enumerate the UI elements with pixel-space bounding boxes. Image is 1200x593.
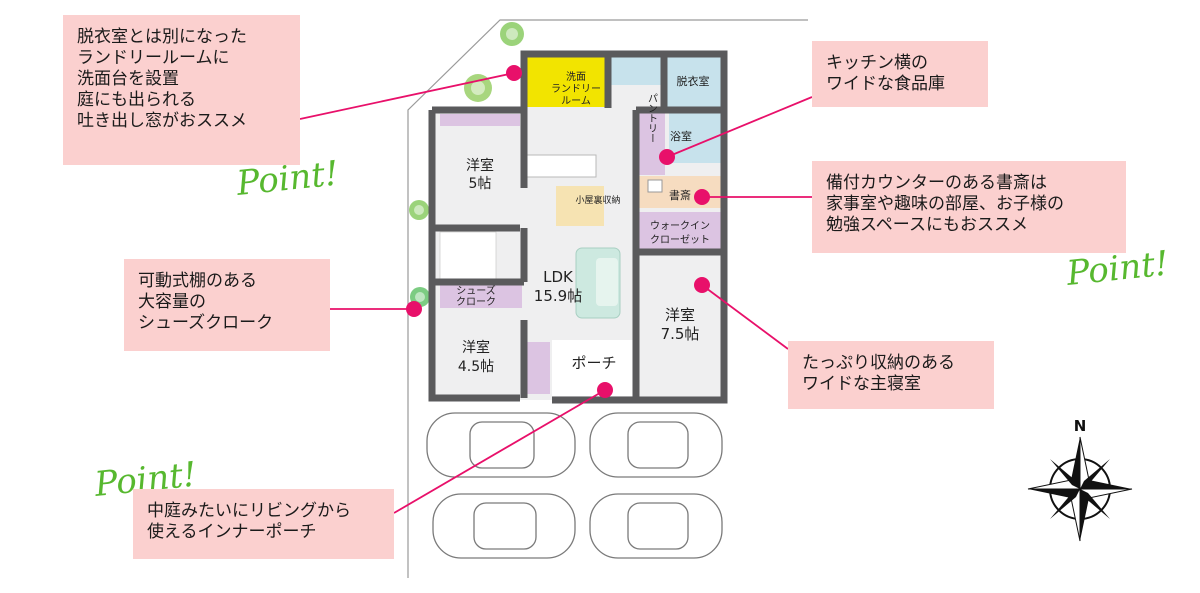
room-walkin-1: ウォークイン — [650, 220, 710, 232]
callout-shoes-line2: 大容量の — [138, 292, 206, 312]
room-shoes-2: クローク — [456, 296, 496, 308]
room-study: 書斎 — [669, 188, 691, 202]
room-attic: 小屋裏収納 — [575, 194, 620, 206]
callout-laundry: 脱衣室とは別になった ランドリールームに 洗面台を設置 庭にも出られる 吐き出し… — [63, 15, 300, 165]
room-ldk-1: LDK — [543, 268, 574, 286]
room-walkin-2: クローゼット — [650, 234, 710, 246]
callout-study-line3: 勉強スペースにもおススメ — [826, 215, 1028, 235]
callout-laundry-line1: 脱衣室とは別になった — [77, 27, 247, 47]
callout-laundry-line3: 洗面台を設置 — [77, 69, 179, 89]
callout-laundry-line4: 庭にも出られる — [77, 90, 196, 110]
room-laundry-2: ランドリー — [551, 83, 601, 95]
car-4 — [589, 493, 723, 559]
shoes-closet — [440, 284, 522, 308]
leader-lines — [299, 72, 813, 514]
compass-icon: N — [1027, 417, 1133, 542]
pantry-room — [637, 113, 665, 175]
callout-porch: 中庭みたいにリビングから 使えるインナーポーチ — [133, 489, 394, 559]
car-1 — [426, 412, 576, 478]
callout-shoes-line3: シューズクローク — [138, 313, 274, 333]
callout-shoes-line1: 可動式棚のある — [138, 271, 257, 291]
callout-bedroom-line1: たっぷり収納のある — [802, 353, 955, 373]
laundry-room — [527, 55, 607, 107]
site-boundary — [407, 19, 808, 578]
room-porch: ポーチ — [571, 354, 616, 372]
callout-study: 備付カウンターのある書斎は 家事室や趣味の部屋、お子様の 勉強スペースにもおスス… — [812, 161, 1126, 253]
callout-laundry-line2: ランドリールームに — [77, 48, 230, 68]
callout-pantry-line1: キッチン横の — [826, 53, 928, 73]
callout-porch-line2: 使えるインナーポーチ — [147, 522, 317, 542]
dressing-room — [667, 55, 722, 107]
room-dressing: 脱衣室 — [677, 74, 710, 88]
callout-bedroom-line2: ワイドな主寝室 — [802, 374, 921, 394]
room-laundry-3: ルーム — [561, 95, 591, 107]
compass-north-label: N — [1074, 417, 1087, 435]
walls — [428, 50, 728, 404]
room-labels: 洗面 ランドリー ルーム 脱衣室 浴室 パントリー 書斎 小屋裏収納 ウォークイ… — [456, 71, 710, 375]
marker-dots — [406, 65, 710, 398]
room-western5-1: 洋室 — [466, 157, 494, 174]
parking-cars — [426, 412, 723, 559]
callout-porch-line1: 中庭みたいにリビングから — [147, 501, 351, 521]
room-shoes-1: シューズ — [456, 284, 496, 297]
callout-pantry: キッチン横の ワイドな食品庫 — [812, 41, 988, 107]
car-2 — [589, 412, 723, 478]
room-ldk-2: 15.9帖 — [534, 287, 582, 305]
toilet-room — [611, 55, 661, 85]
room-pantry: パントリー — [646, 93, 658, 143]
callout-bedroom: たっぷり収納のある ワイドな主寝室 — [788, 341, 994, 409]
porch-area — [552, 340, 634, 396]
room-western5-2: 5帖 — [469, 176, 492, 192]
room-western75-2: 7.5帖 — [661, 325, 700, 343]
callout-laundry-line5: 吐き出し窓がおススメ — [77, 111, 247, 131]
walkin-closet — [637, 212, 723, 250]
callout-study-line2: 家事室や趣味の部屋、お子様の — [826, 194, 1064, 214]
room-bath: 浴室 — [670, 129, 692, 143]
room-western75-1: 洋室 — [665, 306, 695, 324]
callout-pantry-line2: ワイドな食品庫 — [826, 74, 945, 94]
rooms — [432, 54, 724, 400]
room-western45-2: 4.5帖 — [458, 359, 494, 375]
room-laundry-1: 洗面 — [566, 71, 586, 83]
callout-shoes: 可動式棚のある 大容量の シューズクローク — [124, 259, 330, 351]
callout-study-line1: 備付カウンターのある書斎は — [826, 173, 1047, 193]
tree-icons — [409, 22, 524, 307]
car-3 — [432, 493, 576, 559]
room-western45-1: 洋室 — [462, 339, 490, 356]
